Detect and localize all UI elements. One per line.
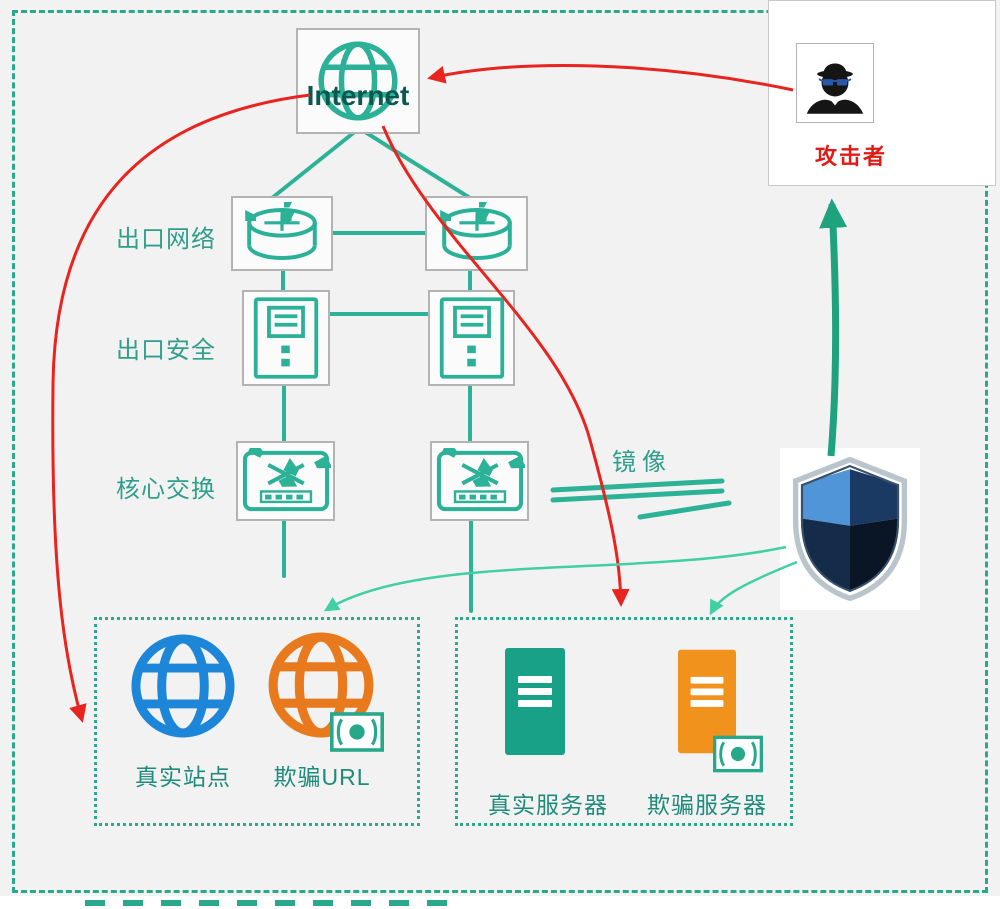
router-left-node <box>231 196 333 271</box>
attacker-icon-box <box>796 43 874 123</box>
money-icon <box>330 712 384 752</box>
shield-to-attacker-arrow <box>819 198 848 457</box>
firewall-left-node <box>242 290 330 386</box>
bottom-strip <box>0 896 1000 909</box>
router-right-node <box>425 196 528 271</box>
attacker-label: 攻击者 <box>814 144 887 169</box>
server-icon-orange <box>678 649 736 754</box>
real-server-label: 真实服务器 <box>488 792 608 818</box>
deception-server-money-badge <box>713 735 763 773</box>
exit-network-label: 出口网络 <box>116 226 216 253</box>
deception-link-to-url <box>323 545 787 612</box>
money-icon <box>713 735 763 773</box>
mirror-lines <box>550 478 732 520</box>
security-platform-node <box>780 448 920 610</box>
servers-group-box <box>455 617 793 826</box>
firewall-icon <box>439 297 504 379</box>
deception-url-label: 欺骗URL <box>273 764 371 790</box>
globe-icon-blue <box>131 634 235 738</box>
firewall-icon <box>253 297 319 379</box>
real-server-node <box>505 648 565 755</box>
switch-icon <box>436 448 525 512</box>
shield-icon <box>792 456 908 602</box>
firewall-right-node <box>428 290 515 386</box>
core-switch-label: 核心交换 <box>116 476 216 503</box>
globe-icon <box>318 41 398 121</box>
switch-icon <box>242 448 331 512</box>
deception-url-money-badge <box>330 712 384 752</box>
server-icon-teal <box>505 648 565 755</box>
mirror-label: 镜像 <box>612 449 672 476</box>
router-icon <box>236 202 317 260</box>
spy-icon <box>806 63 864 114</box>
deception-server-label: 欺骗服务器 <box>647 792 767 818</box>
deception-server-node <box>678 648 736 755</box>
switch-right-node <box>430 441 529 521</box>
internet-node <box>296 28 420 134</box>
bottom-dashes <box>85 900 465 906</box>
switch-left-node <box>236 441 335 521</box>
real-site-node <box>127 630 239 742</box>
attack-path-to-internet <box>427 64 794 92</box>
internet-label: Internet <box>306 80 410 111</box>
router-icon <box>431 202 512 260</box>
real-site-label: 真实站点 <box>135 764 231 790</box>
exit-security-label: 出口安全 <box>116 337 216 364</box>
attacker-panel: 攻击者 <box>768 0 996 186</box>
